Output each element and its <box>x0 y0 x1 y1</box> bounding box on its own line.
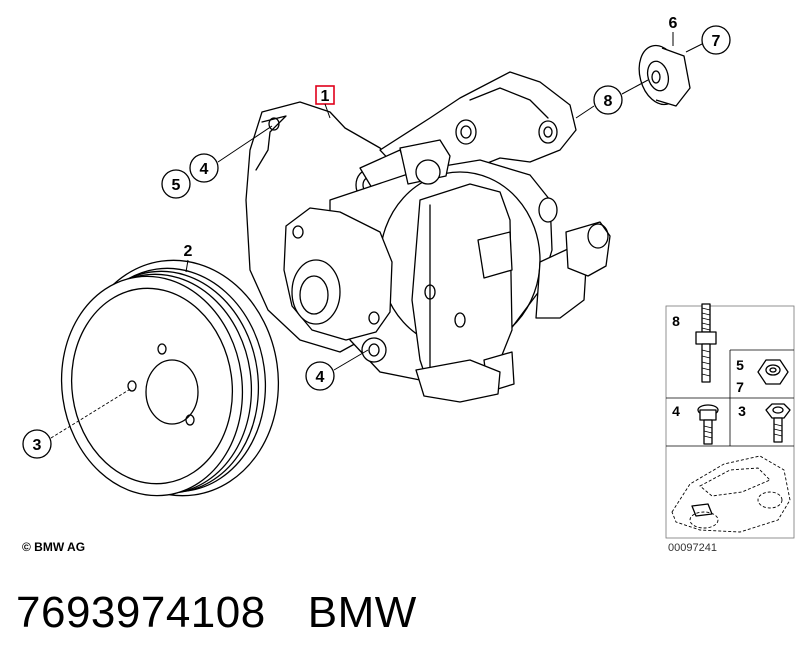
callout-3-label: 3 <box>33 437 42 454</box>
power-steering-pump <box>245 71 611 403</box>
inset-label-7: 7 <box>736 379 744 395</box>
callout-2-label[interactable]: 2 <box>184 243 193 260</box>
callout-1-label: 1 <box>321 88 330 105</box>
inset-label-8: 8 <box>672 313 680 329</box>
callout-4-lower[interactable]: 4 <box>305 349 369 391</box>
flange-bolt-icon <box>697 404 719 445</box>
callout-4-upper-label: 4 <box>200 161 209 178</box>
part-number-line: 7693974108 BMW <box>16 588 417 638</box>
brand-name: BMW <box>307 588 417 637</box>
diagram-number: 00097241 <box>668 542 717 554</box>
hex-bolt-icon <box>765 403 791 443</box>
part-number: 7693974108 <box>16 588 266 637</box>
callout-6-label[interactable]: 6 <box>669 15 678 32</box>
fastener-inset: 8 5 7 4 3 <box>665 303 795 539</box>
callout-8-label: 8 <box>604 93 613 110</box>
inset-label-4: 4 <box>672 403 680 419</box>
callout-3[interactable]: 3 <box>22 387 133 459</box>
callout-7-label: 7 <box>712 33 721 50</box>
copyright-label: © BMW AG <box>22 540 86 554</box>
callout-5[interactable]: 5 <box>161 169 191 199</box>
stud-icon <box>695 303 717 383</box>
callout-4-upper[interactable]: 4 <box>189 125 273 183</box>
callout-8[interactable]: 8 <box>575 79 649 119</box>
callout-4-lower-label: 4 <box>316 369 325 386</box>
nut-icon <box>757 359 789 385</box>
inset-label-5: 5 <box>736 357 744 373</box>
car-outline-icon <box>671 455 791 533</box>
seal-cap <box>638 44 691 107</box>
callout-7[interactable]: 7 <box>685 25 731 55</box>
callout-5-label: 5 <box>172 177 181 194</box>
inset-label-3: 3 <box>738 403 746 419</box>
pulley <box>60 259 280 497</box>
